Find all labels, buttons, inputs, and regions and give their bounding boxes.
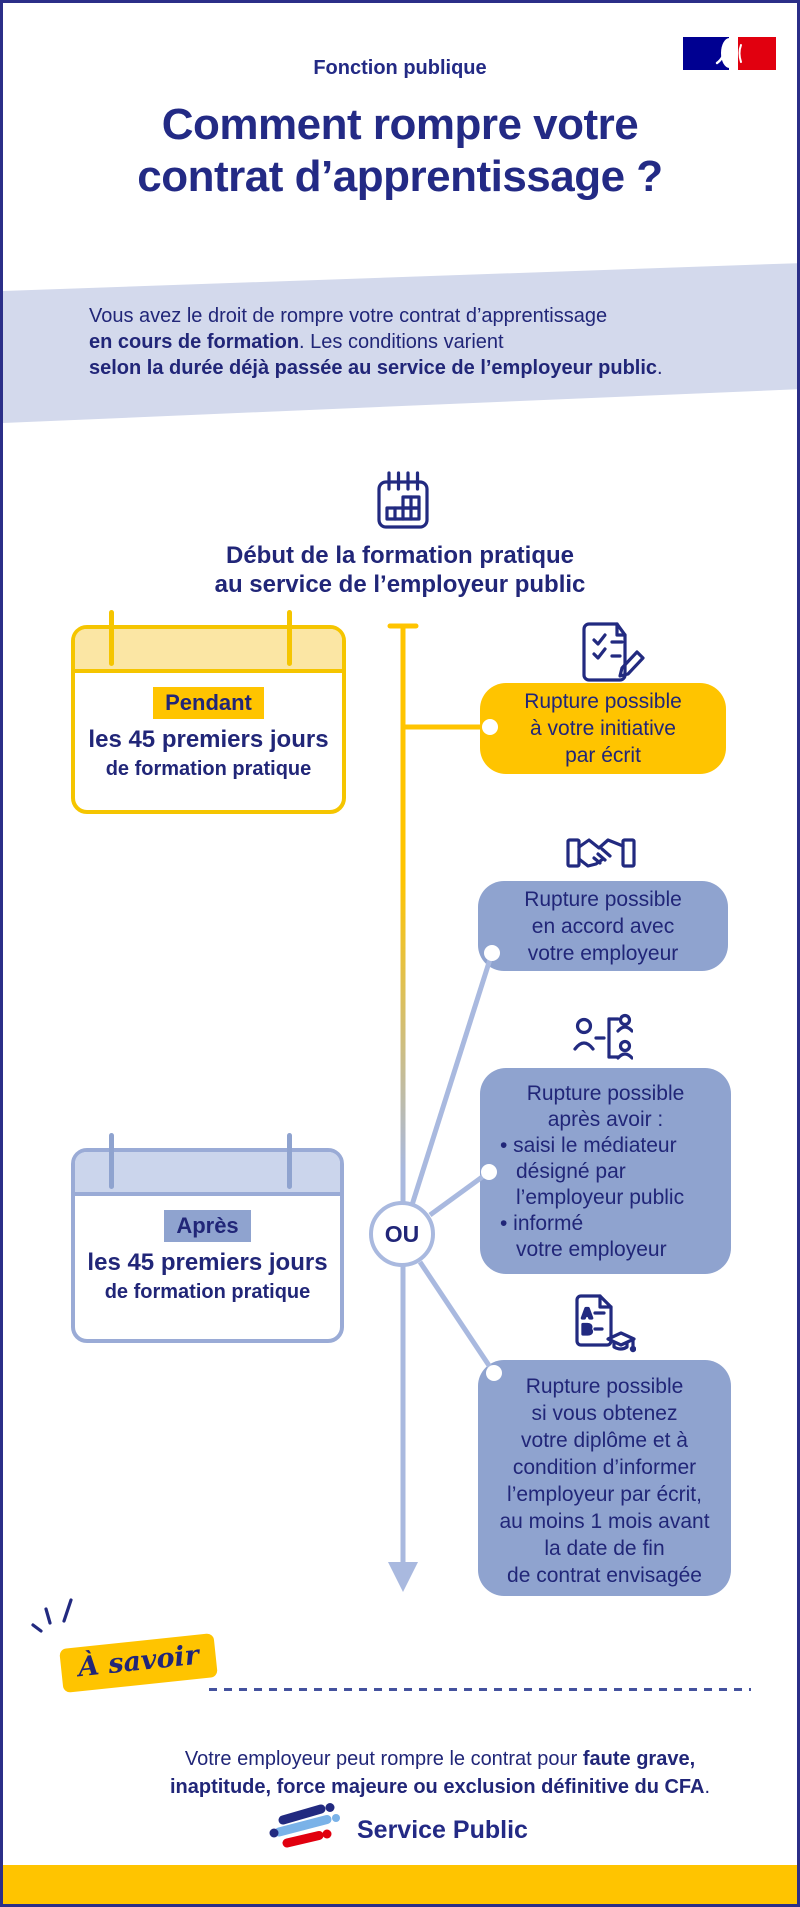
svg-text:B: B (582, 1321, 592, 1337)
calendar-ring (287, 1133, 292, 1189)
handshake-icon (566, 838, 636, 868)
intro-line2: en cours de formation. Les conditions va… (89, 331, 504, 353)
bubble-diplome-line7: la date de fin (544, 1537, 665, 1560)
bubble-diplome-line8: de contrat envisagée (507, 1564, 702, 1587)
timeline-heading: Début de la formation pratique au servic… (3, 541, 797, 599)
bubble-initiative: Rupture possible à votre initiative par … (480, 683, 726, 774)
footer-yellow-bar (3, 1865, 797, 1904)
bubble-accord: Rupture possible en accord avec votre em… (478, 881, 728, 971)
apres-line1: les 45 premiers jours (87, 1249, 328, 1276)
bubble-mediateur-line7: votre employeur (516, 1238, 667, 1261)
intro-line3: selon la durée déjà passée au service de… (89, 357, 663, 379)
calendar-icon (377, 471, 429, 529)
mediator-people-icon (573, 1013, 633, 1060)
bubble-mediateur-line5: l’employeur public (516, 1186, 685, 1209)
calendar-ring (287, 610, 292, 666)
calendar-ring (109, 1133, 114, 1189)
bubble-diplome-line5: l’employeur par écrit, (507, 1483, 702, 1506)
bubble-mediateur-line2: après avoir : (547, 1108, 664, 1131)
svg-text:A: A (582, 1305, 592, 1321)
ministry-label: Fonction publique (313, 57, 487, 79)
a-savoir-badge: À savoir (59, 1633, 219, 1693)
bubble-initiative-line3: par écrit (565, 744, 641, 767)
bubble-mediateur-line6: • informé (500, 1212, 584, 1235)
note-line2: inaptitude, force majeure ou exclusion d… (169, 1776, 711, 1798)
note-line1: Votre employeur peut rompre le contrat p… (184, 1748, 696, 1770)
note-text: Votre employeur peut rompre le contrat p… (83, 1745, 797, 1801)
bubble-mediateur-line3: • saisi le médiateur (500, 1134, 677, 1157)
checklist-pencil-icon (582, 622, 645, 682)
bubble-accord-line3: votre employeur (527, 941, 679, 965)
or-node: OU (369, 1201, 435, 1267)
brand-name: Service Public (357, 1816, 528, 1844)
pendant-line1: les 45 premiers jours (88, 726, 329, 753)
bubble-initiative-line1: Rupture possible (524, 690, 682, 713)
intro-text: Vous avez le droit de rompre votre contr… (89, 303, 663, 381)
page-title-line1: Comment rompre votre (161, 100, 639, 149)
bubble-mediateur-line1: Rupture possible (526, 1082, 685, 1105)
page-title: Comment rompre votre contrat d’apprentis… (3, 99, 797, 203)
bubble-diplome: Rupture possible si vous obtenez votre d… (478, 1360, 731, 1596)
timeline-heading-line1: Début de la formation pratique (225, 542, 575, 569)
bubble-initiative-line2: à votre initiative (530, 717, 676, 740)
sparkle-icon (31, 1598, 73, 1633)
pendant-chip: Pendant (153, 687, 264, 719)
page-title-line2: contrat d’apprentissage ? (137, 152, 663, 201)
french-flag-icon (683, 37, 776, 70)
dashed-separator (209, 1688, 751, 1691)
bubble-diplome-line6: au moins 1 mois avant (499, 1510, 710, 1533)
card-pendant-header (75, 629, 342, 673)
intro-line1: Vous avez le droit de rompre votre contr… (89, 305, 608, 327)
bubble-diplome-line2: si vous obtenez (531, 1402, 678, 1425)
bubble-accord-line1: Rupture possible (524, 887, 682, 911)
calendar-ring (109, 610, 114, 666)
bubble-accord-line2: en accord avec (531, 914, 675, 938)
apres-chip: Après (164, 1210, 251, 1242)
bubble-diplome-line3: votre diplôme et à (521, 1429, 688, 1452)
bubble-diplome-line1: Rupture possible (525, 1375, 684, 1398)
bubble-mediateur: Rupture possible après avoir : • saisi l… (480, 1068, 731, 1274)
bubble-mediateur-line4: désigné par (516, 1160, 626, 1183)
card-apres: Après les 45 premiers jours de formation… (71, 1148, 344, 1343)
apres-line2: de formation pratique (104, 1281, 311, 1303)
pendant-line2: de formation pratique (105, 758, 312, 780)
card-pendant: Pendant les 45 premiers jours de formati… (71, 625, 346, 814)
timeline-heading-line2: au service de l’employeur public (214, 571, 586, 598)
card-apres-header (75, 1152, 340, 1196)
diploma-icon: A B (575, 1294, 636, 1353)
bubble-diplome-line4: condition d’informer (512, 1456, 697, 1479)
service-public-logo (269, 1803, 340, 1848)
